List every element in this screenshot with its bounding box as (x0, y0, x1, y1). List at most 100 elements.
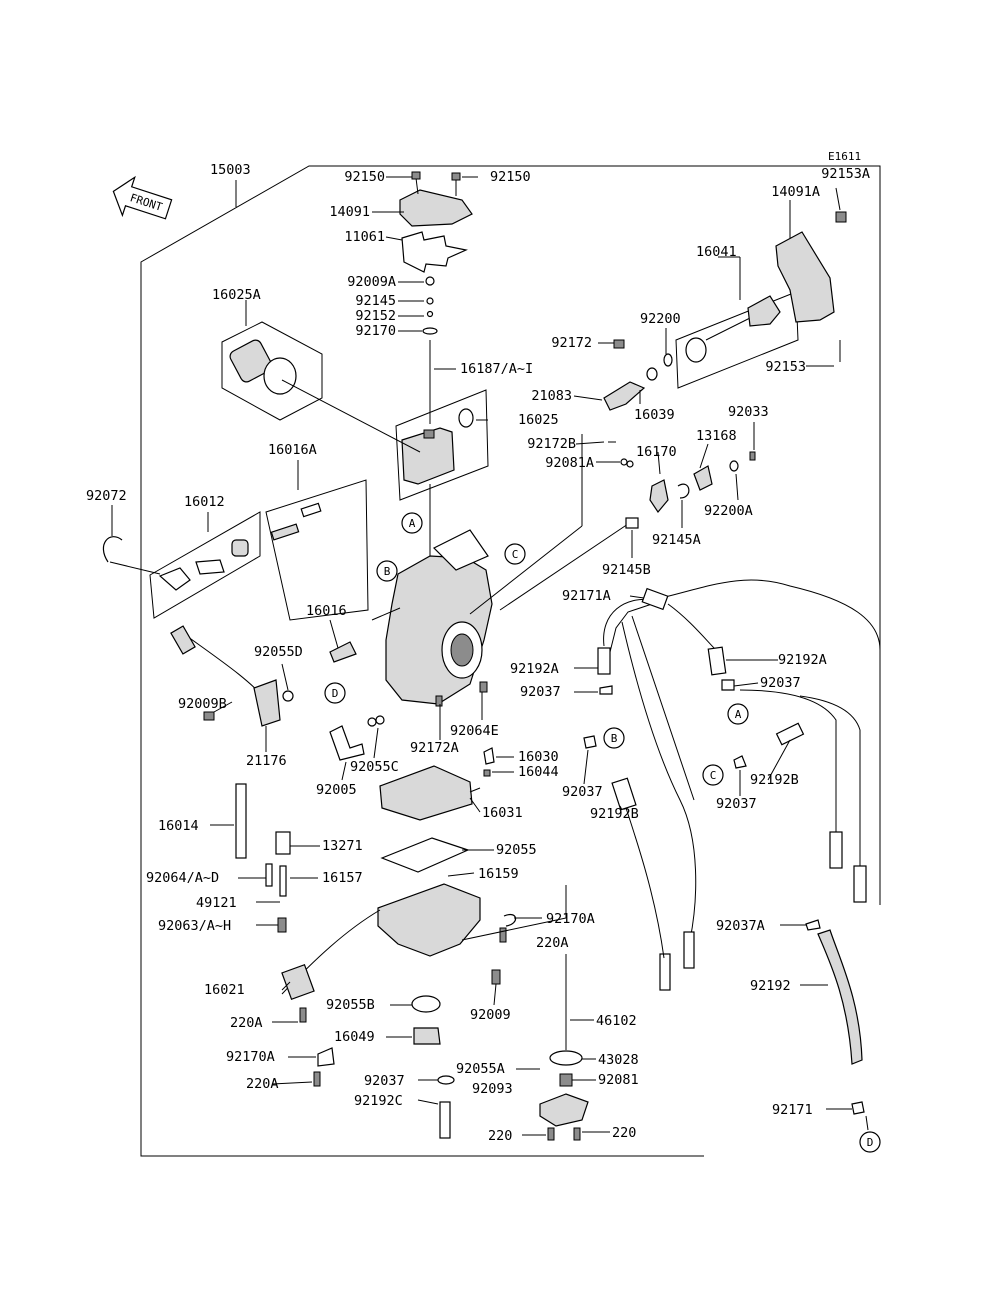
part-label-92093: 92093 (472, 1081, 513, 1097)
part-label-21083: 21083 (531, 388, 572, 404)
part-label-46102: 46102 (596, 1013, 637, 1029)
svg-text:D: D (867, 1136, 874, 1149)
part-label-92192Aa: 92192A (510, 661, 559, 677)
part-label-16170: 16170 (636, 444, 677, 460)
part-label-92200: 92200 (640, 311, 681, 327)
assembly-frame (140, 165, 881, 1157)
part-label-220Ab: 220A (536, 935, 569, 951)
svg-text:A: A (735, 708, 742, 721)
part-label-16049: 16049 (334, 1029, 375, 1045)
throttle-valve-part (401, 427, 455, 485)
part-label-92055B: 92055B (326, 997, 375, 1013)
part-label-92055D: 92055D (254, 644, 303, 660)
part-label-220b: 220 (612, 1125, 636, 1141)
part-label-220Ac: 220A (246, 1076, 279, 1092)
svg-text:C: C (710, 769, 717, 782)
part-label-92170Ab: 92170A (226, 1049, 275, 1065)
part-label-92037a: 92037 (520, 684, 561, 700)
part-label-92153A: 92153A (821, 166, 870, 182)
part-label-16159: 16159 (478, 866, 519, 882)
part-label-92009: 92009 (470, 1007, 511, 1023)
svg-text:A: A (409, 517, 416, 530)
part-label-92037e: 92037 (364, 1073, 405, 1089)
group-box-16025A (221, 321, 323, 421)
float-gasket-part (380, 837, 470, 873)
part-label-16039: 16039 (634, 407, 675, 423)
part-label-92064AD: 92064/A~D (146, 870, 219, 886)
callout-B: B (603, 727, 625, 749)
part-label-16025A: 16025A (212, 287, 261, 303)
part-label-92170A: 92170A (546, 911, 595, 927)
pump-cover-part (539, 1093, 589, 1127)
part-label-16041: 16041 (696, 244, 737, 260)
part-label-220Aa: 220A (230, 1015, 263, 1031)
part-label-16031: 16031 (482, 805, 523, 821)
part-label-92172B: 92172B (527, 436, 576, 452)
callout-D: D (859, 1131, 881, 1153)
part-label-92145A: 92145A (652, 532, 701, 548)
svg-text:C: C (512, 548, 519, 561)
top-cover-part (399, 189, 473, 227)
part-label-92037A: 92037A (716, 918, 765, 934)
part-label-92153: 92153 (765, 359, 806, 375)
float-bowl-part (377, 883, 481, 957)
callout-D: D (324, 682, 346, 704)
gasket-part (401, 231, 468, 273)
part-label-13271: 13271 (322, 838, 363, 854)
part-label-92150a: 92150 (344, 169, 385, 185)
drain-plug-part (413, 1027, 441, 1045)
tps-sensor-part (253, 679, 281, 727)
hose-fitting-92171A (641, 587, 669, 611)
part-label-92055C: 92055C (350, 759, 399, 775)
leader-lines (111, 176, 869, 1136)
front-arrow-icon: FRONT (112, 175, 173, 220)
part-label-92192C: 92192C (354, 1093, 403, 1109)
callout-C: C (504, 543, 526, 565)
accelerator-pump-part (379, 765, 473, 821)
part-label-16016A: 16016A (268, 442, 317, 458)
part-label-11061: 11061 (344, 229, 385, 245)
part-label-92037c: 92037 (562, 784, 603, 800)
callout-A: A (401, 512, 423, 534)
part-label-49121: 49121 (196, 895, 237, 911)
part-label-92192Bb: 92192B (750, 772, 799, 788)
part-label-92064E: 92064E (450, 723, 499, 739)
part-label-16016: 16016 (306, 603, 347, 619)
part-label-220a: 220 (488, 1128, 512, 1144)
part-label-16021: 16021 (204, 982, 245, 998)
part-label-92055: 92055 (496, 842, 537, 858)
part-label-92172A: 92172A (410, 740, 459, 756)
part-label-92005: 92005 (316, 782, 357, 798)
part-label-15003: 15003 (210, 162, 251, 178)
part-label-16025: 16025 (518, 412, 559, 428)
svg-text:D: D (332, 687, 339, 700)
part-label-92072: 92072 (86, 488, 127, 504)
throttle-pulley-part (775, 231, 835, 323)
part-label-16014: 16014 (158, 818, 199, 834)
part-label-14091A: 14091A (771, 184, 820, 200)
part-label-92033: 92033 (728, 404, 769, 420)
part-label-14091: 14091 (329, 204, 370, 220)
diagram-code: E1611 (828, 150, 861, 163)
callout-C: C (702, 764, 724, 786)
part-label-92081: 92081 (598, 1072, 639, 1088)
part-label-92009B: 92009B (178, 696, 227, 712)
part-label-92171: 92171 (772, 1102, 813, 1118)
part-label-43028: 43028 (598, 1052, 639, 1068)
part-label-92037d: 92037 (716, 796, 757, 812)
part-label-92152: 92152 (355, 308, 396, 324)
part-label-92081A: 92081A (545, 455, 594, 471)
part-label-92170: 92170 (355, 323, 396, 339)
group-box-16012 (149, 511, 261, 619)
part-label-13168: 13168 (696, 428, 737, 444)
part-label-16187: 16187/A~I (460, 361, 533, 377)
svg-text:B: B (611, 732, 618, 745)
part-label-92192: 92192 (750, 978, 791, 994)
part-label-16012: 16012 (184, 494, 225, 510)
part-label-92145B: 92145B (602, 562, 651, 578)
part-label-92145: 92145 (355, 293, 396, 309)
part-label-92171A: 92171A (562, 588, 611, 604)
group-box-16025 (395, 389, 489, 501)
part-label-16044: 16044 (518, 764, 559, 780)
